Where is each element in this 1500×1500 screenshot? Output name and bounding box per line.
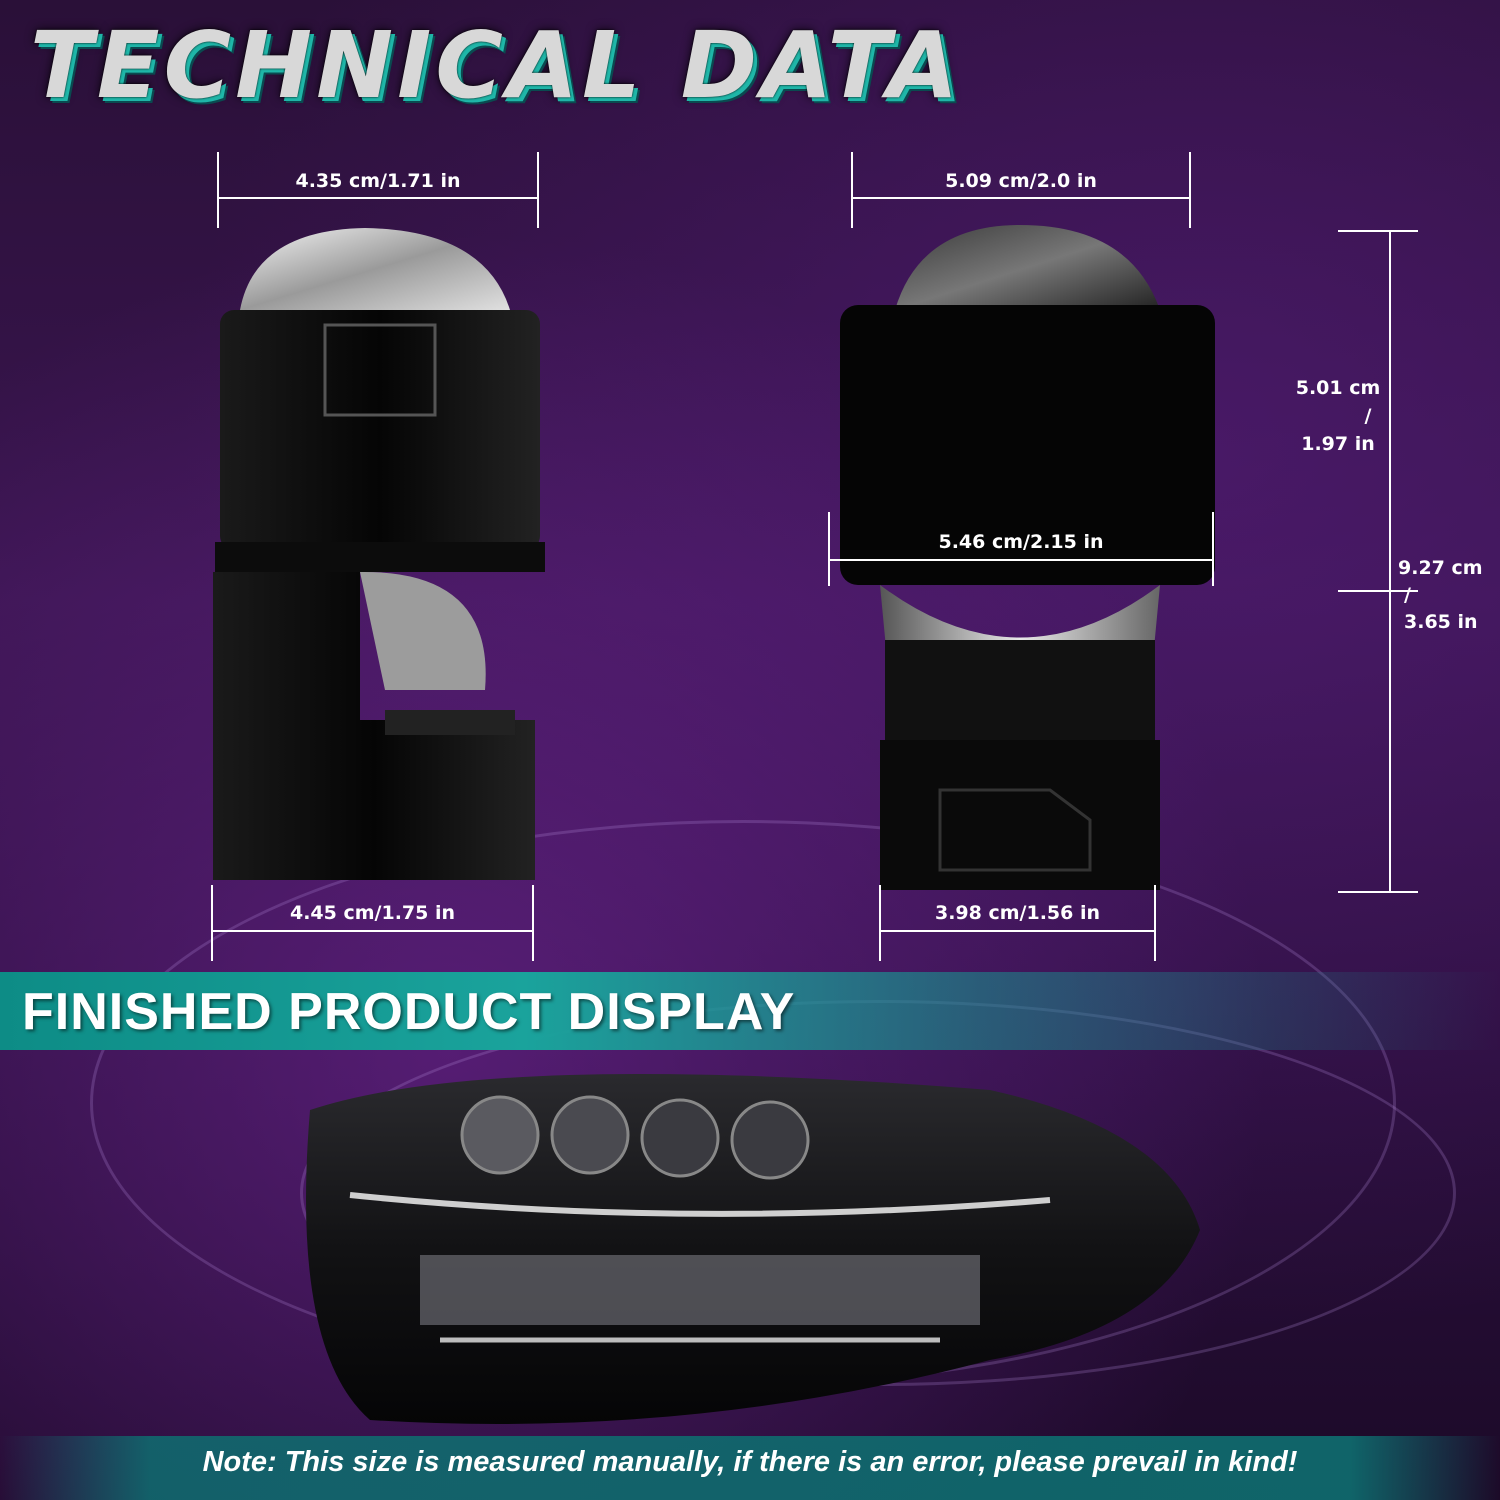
right-bottom-width-label: 3.98 cm/1.56 in xyxy=(934,902,1101,924)
dimension-tick xyxy=(851,152,853,228)
right-mid-width-label: 5.46 cm/2.15 in xyxy=(938,531,1104,553)
dimension-line xyxy=(853,197,1189,199)
footer-note: Note: This size is measured manually, if… xyxy=(202,1446,1298,1478)
left-bottom-width-label: 4.45 cm/1.75 in xyxy=(289,902,456,924)
section-banner xyxy=(0,972,1500,1050)
right-top-width-label: 5.09 cm/2.0 in xyxy=(945,170,1097,192)
section-banner-title: FINISHED PRODUCT DISPLAY xyxy=(22,983,796,1041)
dimension-tick xyxy=(1338,891,1418,893)
dimension-line xyxy=(219,197,537,199)
page-title: TECHNICAL DATA xyxy=(30,12,963,119)
dimension-tick xyxy=(211,885,213,961)
dimension-tick xyxy=(217,152,219,228)
dimension-line xyxy=(213,930,532,932)
dimension-line xyxy=(881,930,1154,932)
dimension-tick xyxy=(1338,230,1418,232)
upper-height-cm-label: 5.01 cm xyxy=(1295,377,1381,399)
left-top-width-label: 4.35 cm/1.71 in xyxy=(295,170,461,192)
dimension-tick xyxy=(1338,590,1418,592)
upper-height-in-label: 1.97 in xyxy=(1301,433,1375,455)
dimension-tick xyxy=(828,512,830,586)
total-height-in-label: 3.65 in xyxy=(1404,611,1478,633)
dimension-tick xyxy=(537,152,539,228)
dimension-tick xyxy=(879,885,881,961)
dimension-line-vertical xyxy=(1389,232,1391,891)
dimension-tick xyxy=(532,885,534,961)
dimension-tick xyxy=(1189,152,1191,228)
upper-height-separator: / xyxy=(1364,405,1372,427)
total-height-cm-label: 9.27 cm xyxy=(1398,557,1483,579)
dimension-line xyxy=(830,559,1212,561)
total-height-separator: / xyxy=(1404,584,1411,606)
dimension-tick xyxy=(1212,512,1214,586)
dimension-tick xyxy=(1154,885,1156,961)
footer-note-bar xyxy=(0,1436,1500,1500)
